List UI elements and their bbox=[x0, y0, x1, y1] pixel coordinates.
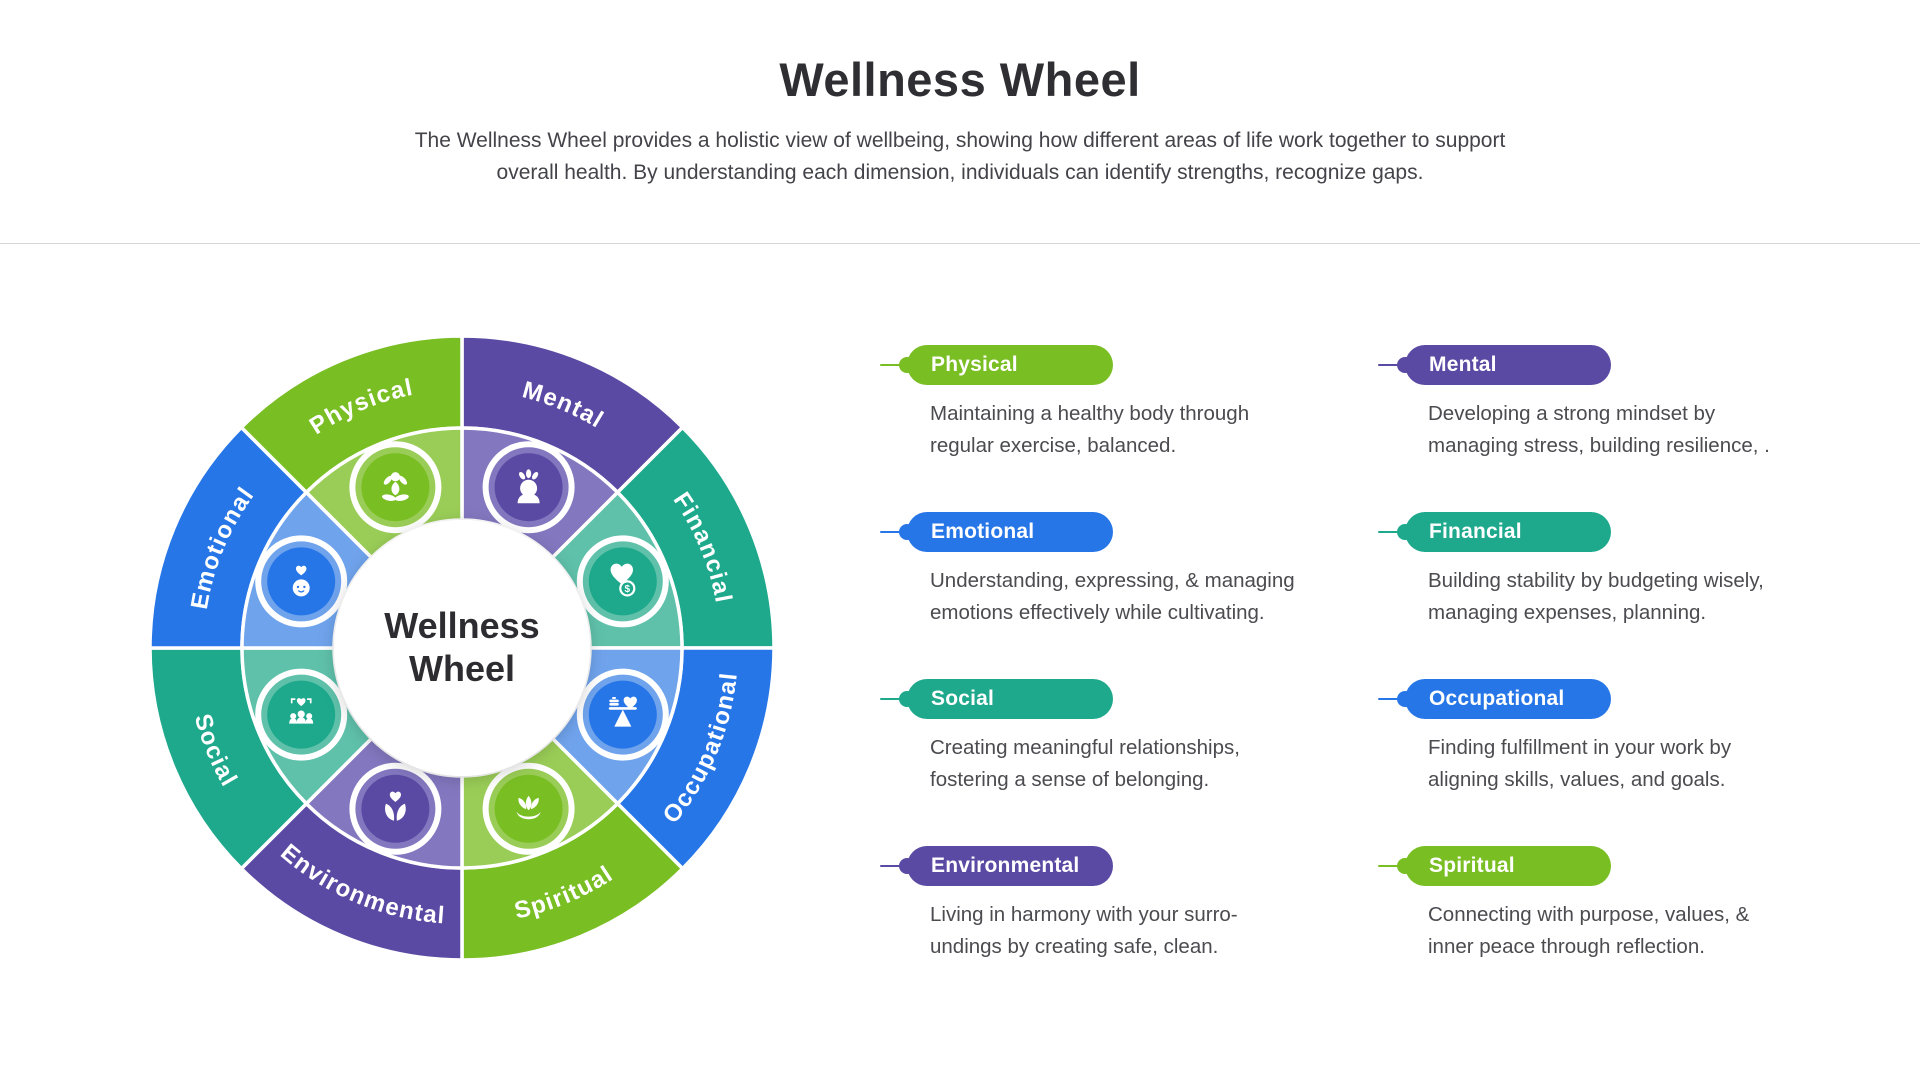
legend-item-social: Social Creating meaningful relationships… bbox=[880, 679, 1378, 846]
page-title: Wellness Wheel bbox=[779, 53, 1141, 106]
legend-item-environmental: Environmental Living in harmony with you… bbox=[880, 846, 1378, 1013]
category-pill-environmental: Environmental bbox=[907, 846, 1113, 886]
category-pill-mental: Mental bbox=[1405, 345, 1611, 385]
connector-line bbox=[880, 363, 907, 367]
category-description: Creating meaningful relationships, foste… bbox=[930, 736, 1240, 791]
legend: Physical Maintaining a healthy body thro… bbox=[880, 345, 1876, 1013]
legend-item-physical: Physical Maintaining a healthy body thro… bbox=[880, 345, 1378, 512]
work-life-balance-icon bbox=[576, 668, 669, 761]
connector-line bbox=[880, 530, 907, 534]
community-icon bbox=[255, 668, 348, 761]
category-description: Building stability by budgeting wisely, … bbox=[1428, 569, 1764, 624]
category-pill-emotional: Emotional bbox=[907, 512, 1113, 552]
category-pill-occupational: Occupational bbox=[1405, 679, 1611, 719]
category-description: Developing a strong mindset by managing … bbox=[1428, 402, 1770, 457]
connector-line bbox=[1378, 697, 1405, 701]
category-pill-social: Social bbox=[907, 679, 1113, 719]
mind-icon bbox=[482, 441, 575, 534]
category-description: Living in harmony with your surro- undin… bbox=[930, 903, 1238, 958]
legend-item-mental: Mental Developing a strong mindset by ma… bbox=[1378, 345, 1876, 512]
legend-item-spiritual: Spiritual Connecting with purpose, value… bbox=[1378, 846, 1876, 1013]
wheel-center-circle bbox=[334, 520, 590, 776]
category-description: Maintaining a healthy body through regul… bbox=[930, 402, 1250, 457]
category-pill-financial: Financial bbox=[1405, 512, 1611, 552]
money-love-icon: $ bbox=[576, 535, 669, 628]
legend-item-financial: Financial Building stability by budgetin… bbox=[1378, 512, 1876, 679]
wellness-wheel-svg: Mental Financial Occupational Spiritual … bbox=[148, 334, 776, 962]
connector-line bbox=[880, 864, 907, 868]
legend-item-emotional: Emotional Understanding, expressing, & m… bbox=[880, 512, 1378, 679]
category-label: Mental bbox=[1429, 353, 1497, 376]
connector-line bbox=[1378, 864, 1405, 868]
nature-care-icon bbox=[349, 762, 442, 855]
category-label: Emotional bbox=[931, 520, 1035, 543]
page-subtitle: The Wellness Wheel provides a holistic v… bbox=[0, 125, 1920, 189]
lotus-icon bbox=[482, 762, 575, 855]
yoga-icon bbox=[349, 441, 442, 534]
wheel-center-label-line1: Wellness bbox=[384, 605, 539, 646]
svg-text:$: $ bbox=[625, 584, 631, 595]
connector-line bbox=[1378, 363, 1405, 367]
category-description: Understanding, expressing, & managing em… bbox=[930, 569, 1295, 624]
category-pill-physical: Physical bbox=[907, 345, 1113, 385]
wellness-wheel-diagram: Mental Financial Occupational Spiritual … bbox=[142, 328, 782, 968]
category-label: Social bbox=[931, 687, 995, 710]
category-label: Financial bbox=[1429, 520, 1522, 543]
emotion-face-icon bbox=[255, 535, 348, 628]
category-description: Connecting with purpose, values, & inner… bbox=[1428, 903, 1750, 958]
connector-line bbox=[880, 697, 907, 701]
legend-item-occupational: Occupational Finding fulfillment in your… bbox=[1378, 679, 1876, 846]
connector-line bbox=[1378, 530, 1405, 534]
subtitle-line-1: The Wellness Wheel provides a holistic v… bbox=[414, 129, 1506, 152]
category-label: Occupational bbox=[1429, 687, 1565, 710]
category-label: Physical bbox=[931, 353, 1018, 376]
wheel-center-label-line2: Wheel bbox=[409, 648, 515, 689]
subtitle-line-2: overall health. By understanding each di… bbox=[496, 161, 1424, 184]
category-description: Finding fulfillment in your work by alig… bbox=[1428, 736, 1732, 791]
category-label: Spiritual bbox=[1429, 854, 1515, 877]
category-pill-spiritual: Spiritual bbox=[1405, 846, 1611, 886]
category-label: Environmental bbox=[931, 854, 1080, 877]
header-divider bbox=[0, 243, 1920, 244]
